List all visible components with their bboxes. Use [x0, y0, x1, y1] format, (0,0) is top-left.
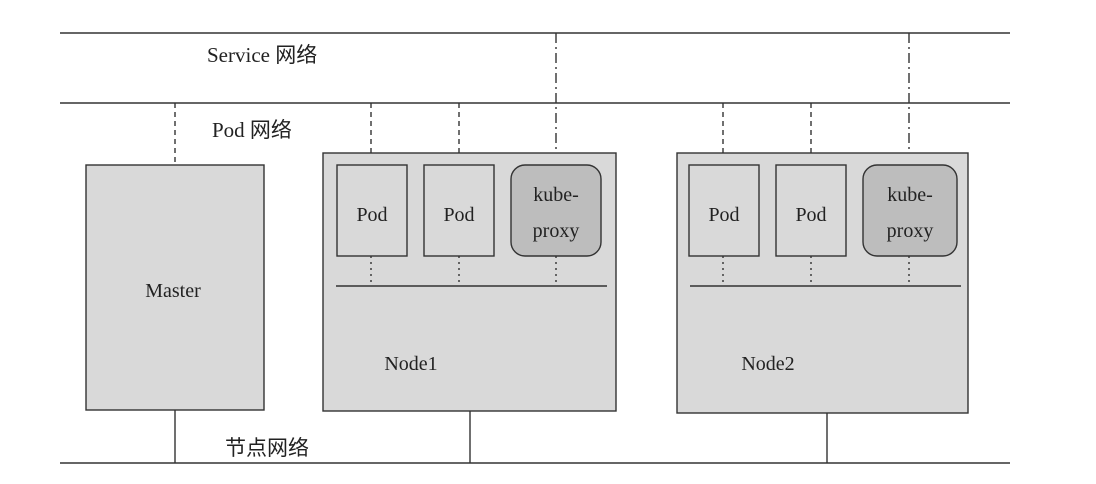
node1-kube-proxy [510, 164, 602, 257]
node2-pod-a-label: Pod [708, 204, 739, 226]
node1-pod-a [336, 164, 408, 257]
node2: Pod Pod kube- proxy Node2 [676, 33, 969, 463]
node2-proxy-label-1: kube- [887, 184, 933, 206]
node1-pod-b [423, 164, 495, 257]
node1-pod-b-label: Pod [443, 204, 474, 226]
pod-network-label: Pod 网络 [212, 118, 292, 142]
node1-pod-a-label: Pod [356, 204, 387, 226]
node2-pod-a [688, 164, 760, 257]
node-network-label: 节点网络 [225, 436, 309, 460]
master-label: Master [145, 280, 201, 302]
master-box [85, 164, 265, 411]
service-network-label: Service 网络 [207, 43, 317, 67]
node2-proxy-label-2: proxy [887, 220, 934, 242]
node1-label: Node1 [384, 353, 437, 375]
node1-proxy-label-2: proxy [533, 220, 580, 242]
node1: Pod Pod kube- proxy Node1 [322, 33, 617, 463]
node2-pod-b [775, 164, 847, 257]
node2-kube-proxy [862, 164, 958, 257]
node2-pod-b-label: Pod [795, 204, 826, 226]
node2-label: Node2 [741, 353, 794, 375]
node1-proxy-label-1: kube- [533, 184, 579, 206]
